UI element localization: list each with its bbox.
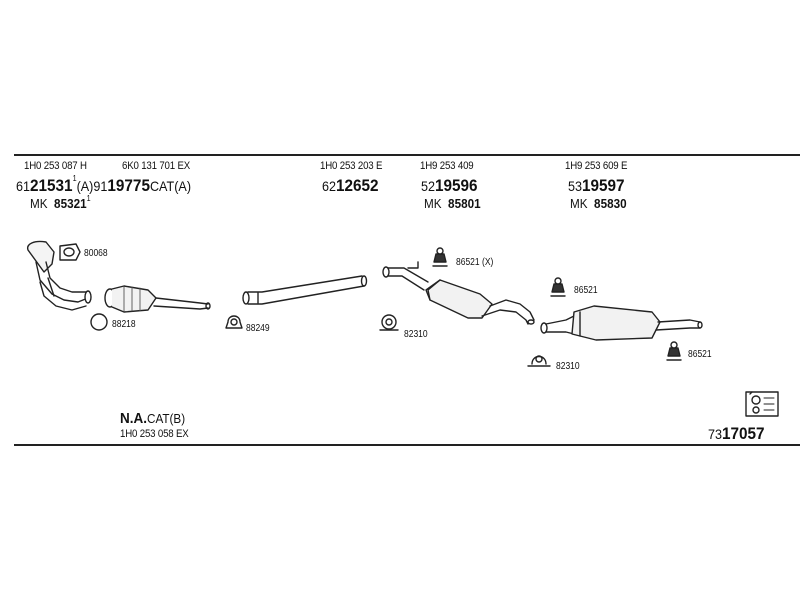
front-pipe[interactable] <box>27 240 92 311</box>
mk-sup: 1 <box>86 194 91 203</box>
part-number-intermediate-pipe[interactable]: 6212652 <box>322 176 379 196</box>
ref-middle-silencer: 1H9 253 409 <box>420 160 474 172</box>
mk-code-rear-silencer[interactable]: MK 85830 <box>570 196 627 211</box>
ref-rear-silencer: 1H9 253 609 E <box>565 160 628 172</box>
pn-main: 19596 <box>435 176 478 195</box>
pn-suffix: (A) <box>76 178 94 194</box>
set-number[interactable]: 7317057 <box>708 424 765 444</box>
pn-prefix: 53 <box>568 178 583 194</box>
mk-value: 85801 <box>448 196 481 211</box>
pn-main: 21531 <box>30 176 73 195</box>
set-prefix: 73 <box>708 426 723 442</box>
set-main: 17057 <box>722 424 765 443</box>
part-number-middle-silencer[interactable]: 5219596 <box>421 176 478 196</box>
rubber-mount-icon[interactable] <box>407 247 448 269</box>
mk-label: MK <box>570 196 588 211</box>
gasket-icon[interactable] <box>59 243 81 261</box>
na-label: N.A. <box>120 410 147 427</box>
mk-code-front-pipe[interactable]: MK 853211 <box>30 194 91 211</box>
mk-code-middle-silencer[interactable]: MK 85801 <box>424 196 481 211</box>
mk-value: 85321 <box>54 196 87 211</box>
label-gasket: 80068 <box>84 248 108 259</box>
intermediate-pipe[interactable] <box>242 275 368 305</box>
sealing-ring-icon[interactable] <box>90 313 108 331</box>
ref-front-pipe: 1H0 253 087 H <box>24 160 87 172</box>
part-number-rear-silencer[interactable]: 5319597 <box>568 176 625 196</box>
label-pipe-clamp: 82310 <box>556 361 580 372</box>
pn-prefix: 62 <box>322 178 337 194</box>
pn-prefix: 52 <box>421 178 436 194</box>
middle-silencer[interactable] <box>382 266 535 325</box>
label-sealing-ring: 88218 <box>112 319 136 330</box>
label-rubber-mount: 86521 <box>574 285 598 296</box>
pipe-clamp-icon[interactable] <box>225 315 243 329</box>
label-pipe-clamp: 82310 <box>404 329 428 340</box>
pn-main: 12652 <box>336 176 379 195</box>
mk-label: MK <box>30 196 48 211</box>
ref-catalyst: 6K0 131 701 EX <box>122 160 191 172</box>
pipe-clamp-icon[interactable] <box>527 355 551 367</box>
label-rubber-mount: 86521 (X) <box>456 257 494 268</box>
ref-intermediate-pipe: 1H0 253 203 E <box>320 160 383 172</box>
top-rule <box>14 154 800 156</box>
rubber-mount-icon[interactable] <box>550 277 566 297</box>
pn-sup: 1 <box>72 174 77 183</box>
bottom-rule <box>14 444 800 446</box>
pn-main-2: 19775 <box>107 176 150 195</box>
pn-suffix-2: CAT(A) <box>149 178 192 194</box>
label-pipe-clamp: 88249 <box>246 323 270 334</box>
na-suffix: CAT(B) <box>147 411 186 426</box>
na-reference: 1H0 253 058 EX <box>120 428 189 440</box>
fitting-kit-icon[interactable] <box>745 391 779 417</box>
pn-main: 19597 <box>582 176 625 195</box>
part-number-front-pipe[interactable]: 61215311(A)9119775CAT(A) <box>16 174 192 196</box>
pn-prefix-2: 91 <box>93 178 108 194</box>
mk-value: 85830 <box>594 196 627 211</box>
pipe-clamp-icon[interactable] <box>379 314 399 331</box>
rear-silencer[interactable] <box>540 305 703 341</box>
rubber-mount-icon[interactable] <box>666 341 682 361</box>
na-catalyst-note: N.A.CAT(B) <box>120 410 185 427</box>
pn-prefix: 61 <box>16 178 31 194</box>
label-rubber-mount: 86521 <box>688 349 712 360</box>
catalyst[interactable] <box>104 285 211 313</box>
mk-label: MK <box>424 196 442 211</box>
